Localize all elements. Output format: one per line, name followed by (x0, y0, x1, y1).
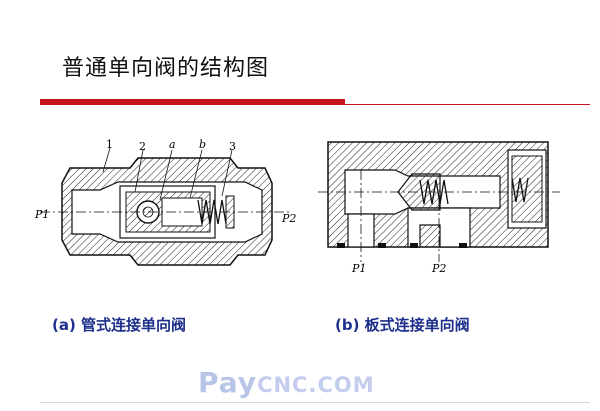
valve-diagram: 1 2 a b 3 P1 P2 P1 P2 (34, 138, 560, 275)
footer-divider (40, 402, 590, 403)
label-part-2: 2 (139, 140, 146, 153)
label-p2-port: P2 (431, 262, 446, 275)
watermark-logo: PayCNC.COM (198, 366, 375, 399)
plate-check-valve: P1 P2 (318, 141, 560, 275)
caption-plate-type: (b) 板式连接单向阀 (335, 316, 470, 334)
title-underline-thick (40, 99, 345, 105)
label-p2-outlet: P2 (281, 212, 296, 225)
watermark-domain: CNC.COM (257, 373, 375, 397)
title-underline-thin (40, 104, 590, 105)
label-p1-port: P1 (351, 262, 366, 275)
label-p1-inlet: P1 (34, 208, 49, 221)
pipe-check-valve: 1 2 a b 3 P1 P2 (34, 138, 296, 266)
watermark-pay: Pay (198, 366, 258, 399)
page-title: 普通单向阀的结构图 (62, 56, 270, 81)
label-part-b: b (199, 138, 206, 151)
label-part-3: 3 (229, 140, 236, 153)
label-part-a: a (169, 138, 176, 151)
label-part-1: 1 (106, 138, 113, 151)
caption-pipe-type: (a) 管式连接单向阀 (52, 316, 187, 334)
